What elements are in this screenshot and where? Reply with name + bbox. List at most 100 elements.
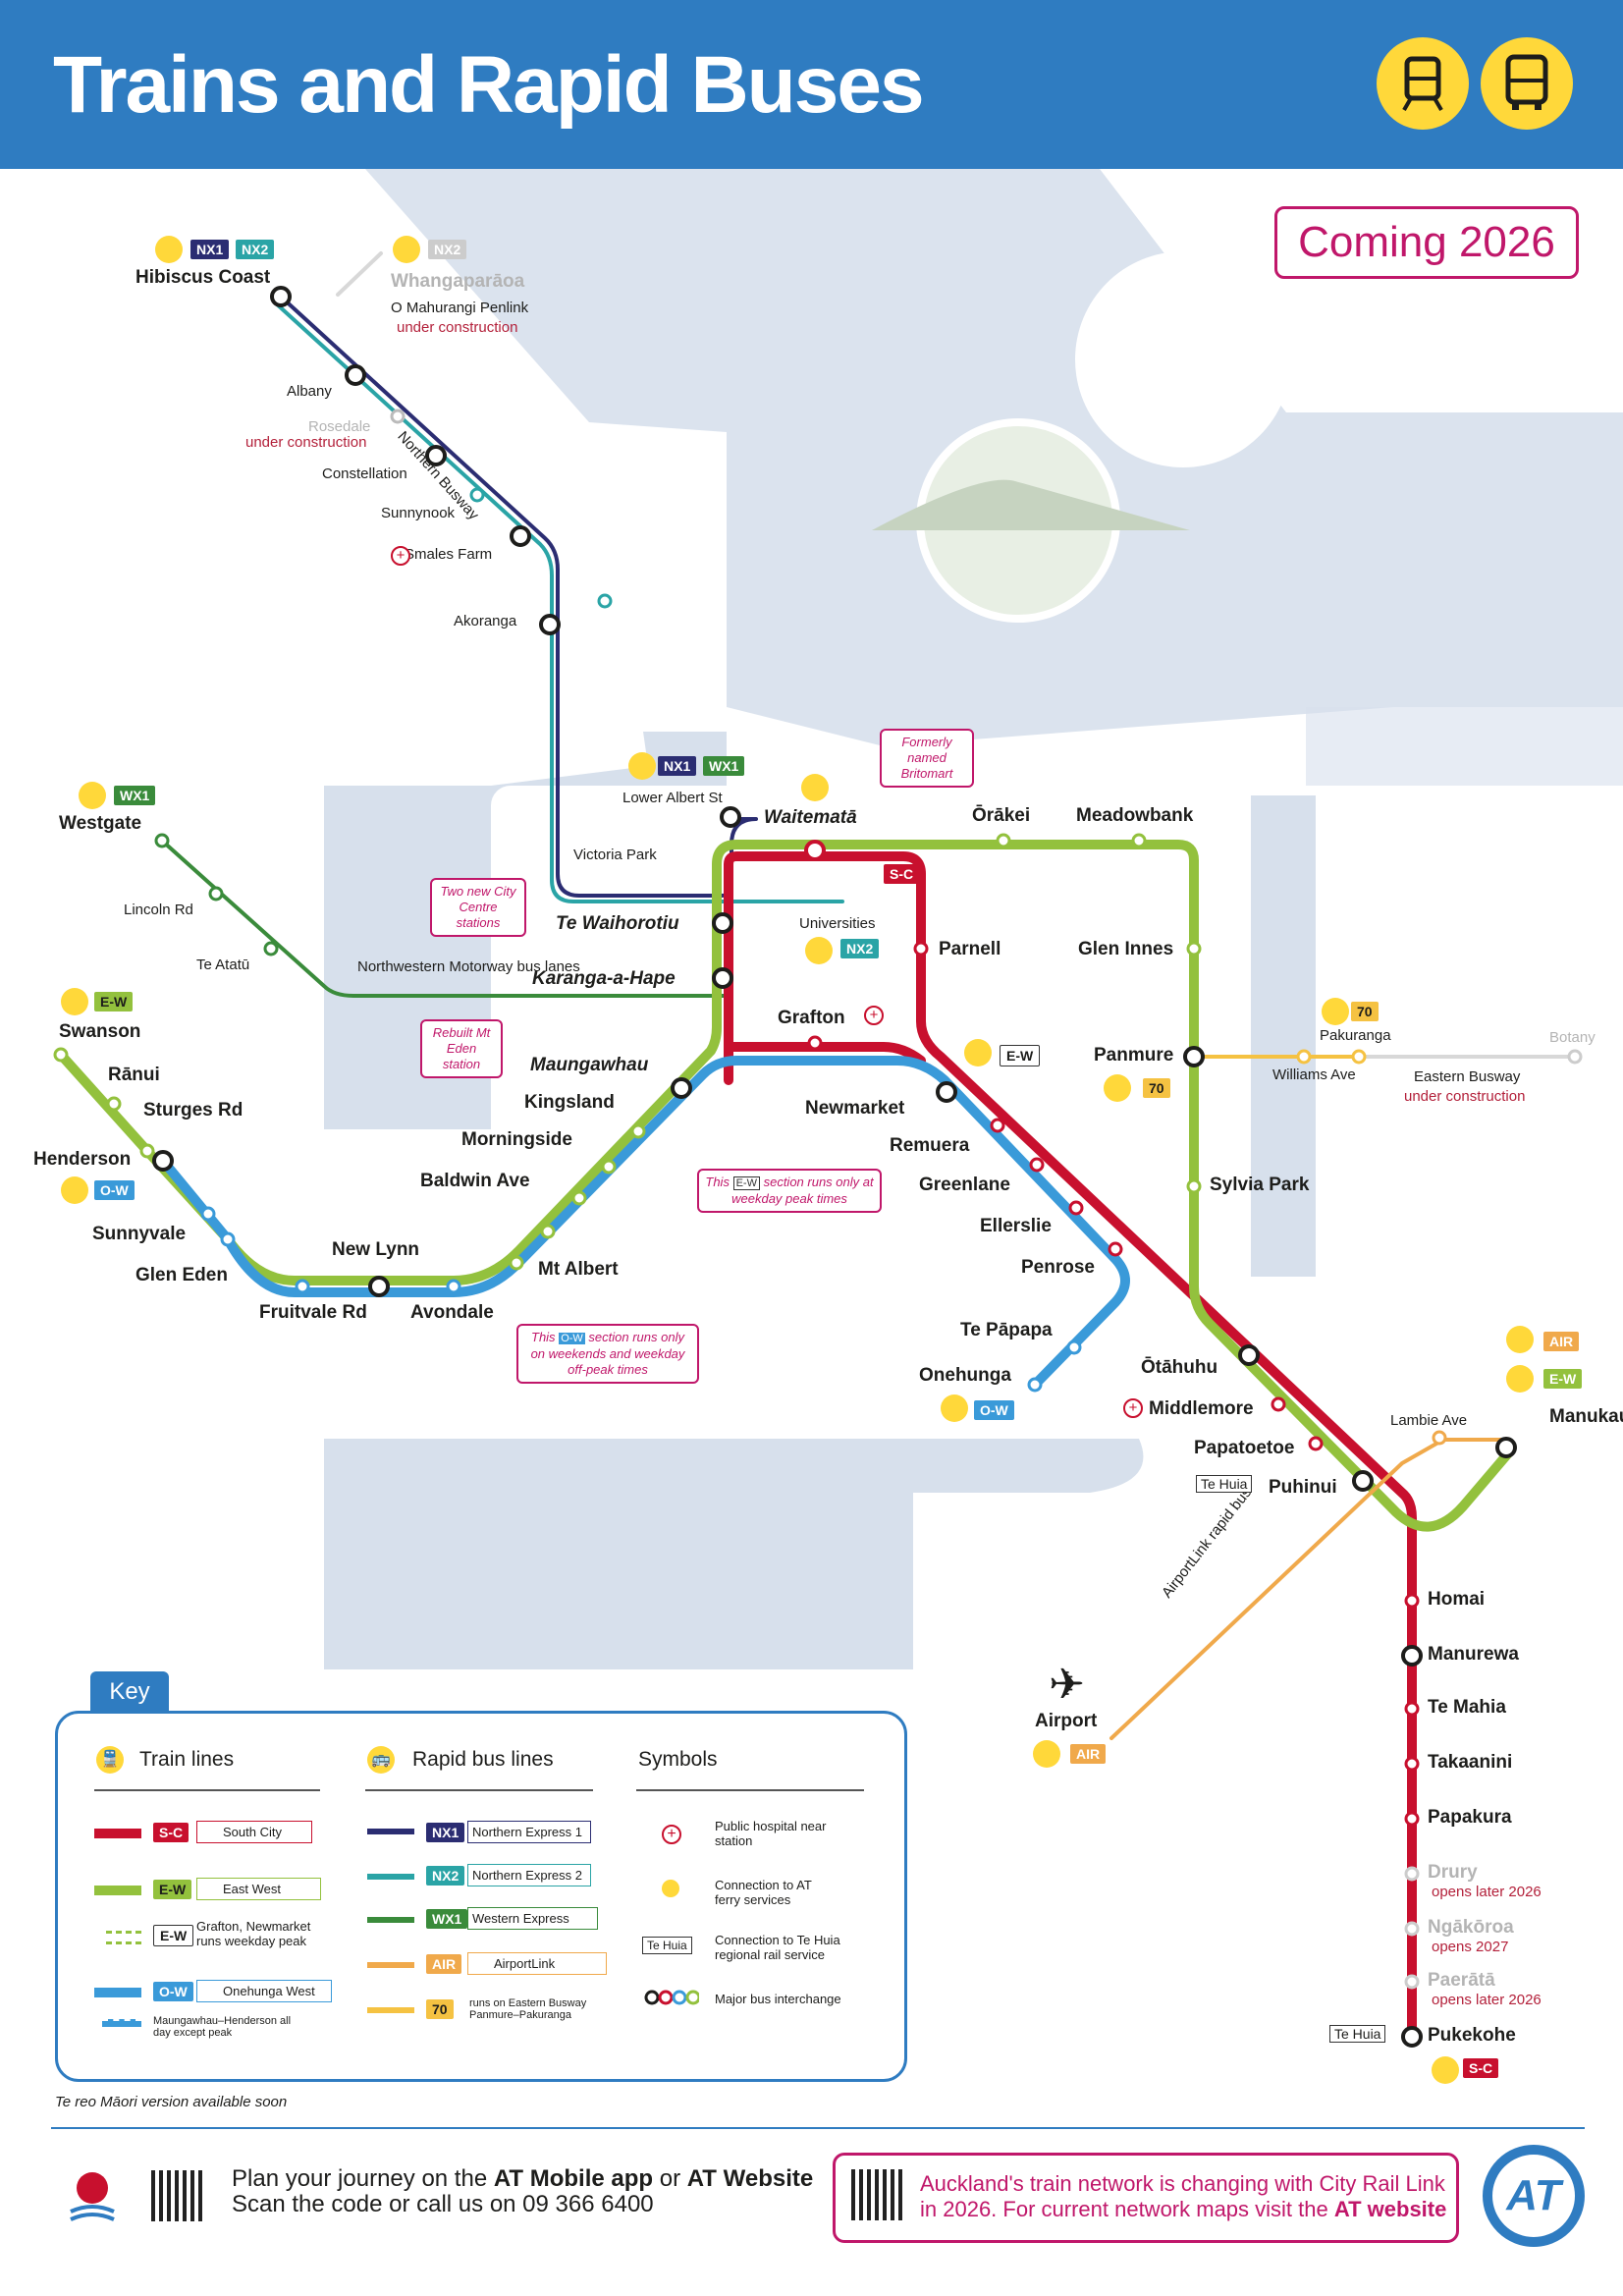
station-label-lambie: Lambie Ave [1390,1412,1468,1429]
plan-or: or [653,2165,687,2192]
station-marker[interactable] [263,941,279,957]
station-marker[interactable] [1183,1046,1205,1067]
station-marker[interactable] [1401,2026,1423,2048]
station-marker[interactable] [1432,1430,1447,1446]
station-marker[interactable] [345,364,366,386]
station-marker[interactable] [597,593,613,609]
mode-icon [61,988,88,1015]
station-label-akoranga: Akoranga [454,613,517,629]
qr-code[interactable] [151,2170,202,2221]
station-marker[interactable] [139,1143,155,1159]
station-label-paerata: Paerātā [1428,1970,1495,1991]
station-label-albany: Albany [287,383,332,400]
station-marker[interactable] [539,614,561,635]
station-label-waitemata: Waitematā [764,807,857,828]
station-marker[interactable] [1404,1974,1420,1990]
mode-icon [941,1394,968,1422]
station-marker[interactable] [540,1224,556,1239]
station-marker[interactable] [1495,1437,1517,1458]
station-marker[interactable] [1029,1157,1045,1173]
station-marker[interactable] [469,487,485,503]
route-tag-nx1: NX1 [190,240,230,259]
station-marker[interactable] [270,286,292,307]
station-marker[interactable] [720,806,741,828]
station-marker[interactable] [936,1081,957,1103]
station-marker[interactable] [368,1276,390,1297]
station-marker[interactable] [1186,1178,1202,1194]
station-marker[interactable] [601,1159,617,1175]
station-marker[interactable] [200,1206,216,1222]
crl-at-website-link[interactable]: AT website [1333,2197,1447,2221]
station-marker[interactable] [1296,1049,1312,1065]
station-marker[interactable] [509,1255,524,1271]
station-label-greenlane: Greenlane [919,1175,1010,1195]
station-marker[interactable] [1401,1645,1423,1667]
station-marker[interactable] [1567,1049,1583,1065]
key-ow-label: Onehunga West [196,1980,332,2002]
station-label-henderson: Henderson [33,1149,132,1170]
station-marker[interactable] [1131,833,1147,848]
station-marker[interactable] [804,840,826,861]
station-marker[interactable] [154,833,170,848]
land-masks [0,169,1623,2062]
city-centre-note: Two new City Centre stations [430,878,526,937]
station-marker[interactable] [1108,1241,1123,1257]
bus-icon [1481,37,1573,130]
crl-text: Auckland's train network is changing wit… [920,2171,1450,2222]
at-logo[interactable]: AT [1483,2145,1585,2247]
station-marker[interactable] [1404,1866,1420,1882]
route-tag-air: AIR [1543,1332,1580,1351]
station-marker[interactable] [152,1150,174,1172]
station-marker[interactable] [630,1123,646,1139]
qr-code[interactable] [851,2169,902,2220]
station-marker[interactable] [996,833,1011,848]
station-label-takaanini: Takaanini [1428,1752,1513,1773]
station-marker[interactable] [1271,1396,1286,1412]
mode-icon [155,236,183,263]
station-marker[interactable] [1404,1756,1420,1772]
station-marker[interactable] [990,1118,1005,1133]
station-marker[interactable] [1404,1701,1420,1717]
station-marker[interactable] [712,912,733,934]
station-marker[interactable] [425,445,447,466]
station-marker[interactable] [510,525,531,547]
station-label-teatatu: Te Atatū [196,957,250,973]
key-train-heading: Train lines [139,1748,235,1771]
station-marker[interactable] [390,409,406,424]
mode-icon [1506,1365,1534,1393]
station-marker[interactable] [53,1047,69,1063]
station-marker[interactable] [571,1190,587,1206]
at-mobile-app-link[interactable]: AT Mobile app [493,2165,654,2192]
hospital-icon: + [864,1006,884,1025]
key-sc-swatch [94,1829,141,1838]
station-marker[interactable] [1404,1921,1420,1937]
station-marker[interactable] [1066,1339,1082,1355]
station-marker[interactable] [1404,1593,1420,1609]
station-marker[interactable] [295,1279,310,1294]
station-marker[interactable] [220,1231,236,1247]
station-marker[interactable] [1186,941,1202,957]
station-marker[interactable] [106,1096,122,1112]
station-marker[interactable] [671,1077,692,1099]
station-marker[interactable] [1238,1344,1260,1366]
key-ew-swatch [94,1886,141,1895]
station-marker[interactable] [208,886,224,902]
station-marker[interactable] [1351,1049,1367,1065]
station-marker[interactable] [1068,1200,1084,1216]
route-line [56,840,1513,1532]
station-marker[interactable] [1027,1377,1043,1393]
station-marker[interactable] [1404,1811,1420,1827]
station-marker[interactable] [1352,1470,1374,1492]
key-ew-peak-label: Grafton, Newmarket runs weekday peak [196,1919,311,1948]
mode-icon [628,752,656,780]
at-website-link[interactable]: AT Website [686,2165,814,2192]
station-marker[interactable] [913,941,929,957]
station-marker[interactable] [446,1279,461,1294]
station-marker[interactable] [712,967,733,989]
station-marker[interactable] [1308,1436,1324,1451]
station-marker[interactable] [807,1035,823,1051]
key-nx2-tag: NX2 [426,1866,465,1886]
ew-note-post: section runs only at weekday peak times [731,1175,874,1206]
station-label-grafton: Grafton [778,1008,845,1028]
